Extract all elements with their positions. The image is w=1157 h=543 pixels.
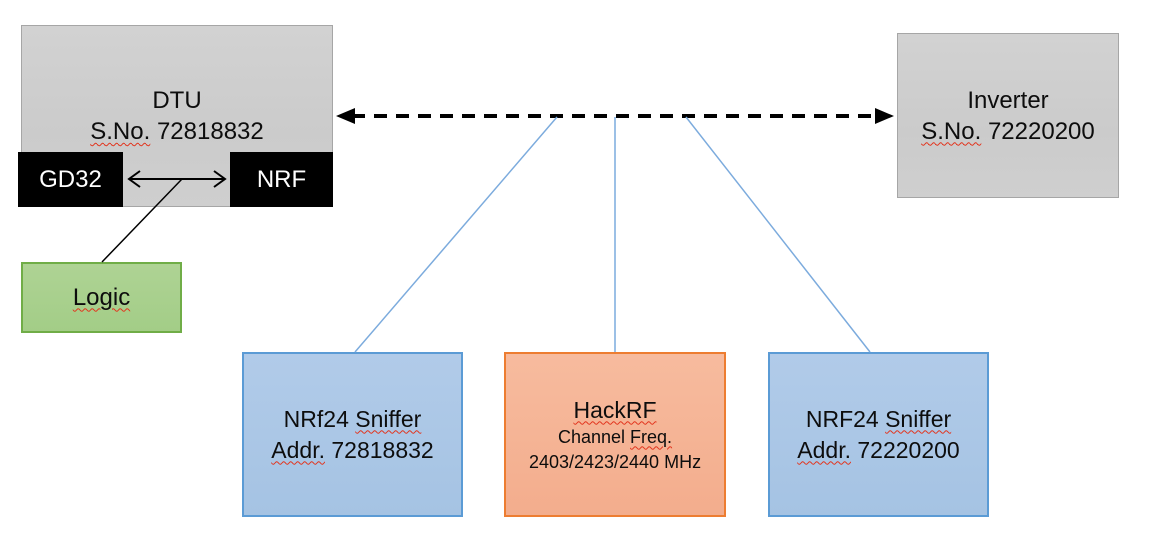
dtu-inverter-dashed-arrow	[336, 108, 894, 124]
sniffer-right-address: 72220200	[857, 436, 960, 463]
logic-box: Logic	[21, 262, 182, 333]
sniffer-left-addr-line: Addr. 72818832	[271, 435, 433, 466]
sniffer-right-model: NRF24	[805, 405, 879, 432]
inverter-serial-number: 72220200	[987, 117, 1095, 145]
nrf-chip: NRF	[230, 152, 333, 207]
sniffer-left-title: NRf24 Sniffer	[284, 404, 422, 435]
hackrf-title: HackRF	[573, 395, 656, 425]
hackrf-freq-word: Freq.	[630, 426, 673, 447]
sniffer-left-connector-line	[354, 116, 558, 353]
sniffer-right-type: Sniffer	[885, 405, 952, 432]
hackrf-frequencies: 2403/2423/2440 MHz	[528, 451, 702, 472]
inverter-box: Inverter S.No. 72220200	[897, 33, 1119, 198]
sniffer-right-connector-line	[685, 116, 871, 353]
hackrf-channel-word: Channel	[557, 426, 626, 447]
gd32-label: GD32	[39, 165, 102, 193]
inverter-title: Inverter	[967, 86, 1049, 114]
logic-label: Logic	[72, 283, 131, 311]
inverter-serial-line: S.No. 72220200	[921, 116, 1094, 147]
dtu-serial-line: S.No. 72818832	[90, 116, 263, 147]
sniffer-right-addr-label: Addr.	[797, 436, 851, 463]
sniffer-right-title: NRF24 Sniffer	[806, 404, 951, 435]
sniffer-right-box: NRF24 Sniffer Addr. 72220200	[768, 352, 989, 517]
dtu-title: DTU	[152, 87, 202, 114]
sniffer-left-address: 72818832	[331, 436, 434, 463]
sniffer-left-type: Sniffer	[355, 405, 422, 432]
sniffer-left-addr-label: Addr.	[271, 436, 325, 463]
gd32-chip: GD32	[18, 152, 123, 207]
dtu-serial-label: S.No.	[90, 118, 151, 145]
nrf-label: NRF	[256, 165, 307, 193]
sniffer-left-box: NRf24 Sniffer Addr. 72818832	[242, 352, 463, 517]
dtu-serial-number: 72818832	[156, 118, 264, 145]
inverter-serial-label: S.No.	[921, 117, 982, 145]
hackrf-title-text: HackRF	[573, 396, 657, 423]
hackrf-channel-line: Channel Freq.	[558, 425, 672, 450]
sniffer-right-addr-line: Addr. 72220200	[797, 435, 959, 466]
hackrf-box: HackRF Channel Freq. 2403/2423/2440 MHz	[504, 352, 726, 517]
sniffer-left-model: NRf24	[283, 405, 349, 432]
